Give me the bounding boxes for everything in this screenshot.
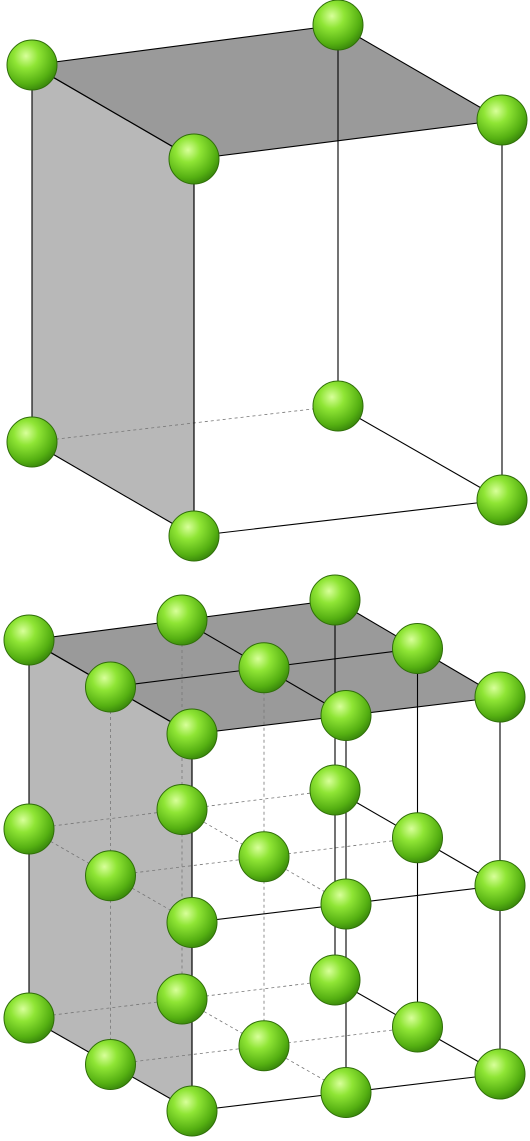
- hidden-edge: [110, 1045, 265, 1065]
- atom: [309, 954, 361, 1006]
- edge: [193, 119, 503, 160]
- edge: [345, 1073, 501, 1094]
- atom: [85, 661, 136, 713]
- atom: [320, 690, 372, 741]
- edge: [31, 24, 339, 66]
- atom: [156, 973, 208, 1025]
- atom: [312, 0, 364, 51]
- edge: [110, 667, 265, 688]
- edge: [31, 441, 195, 537]
- atom: [392, 1001, 443, 1053]
- hidden-edge: [181, 979, 336, 1000]
- edge: [345, 884, 501, 905]
- atom: [168, 510, 220, 562]
- atom: [6, 39, 58, 91]
- hidden-edge: [28, 998, 183, 1019]
- atom: [392, 623, 443, 674]
- atom: [3, 992, 55, 1044]
- atom: [320, 878, 372, 930]
- atom: [238, 642, 290, 694]
- atom: [166, 897, 218, 948]
- atom: [238, 1020, 290, 1072]
- edge: [191, 1091, 347, 1112]
- atom: [238, 831, 290, 883]
- atom: [3, 614, 55, 666]
- atom: [474, 671, 526, 723]
- atom: [320, 1067, 372, 1118]
- hidden-edge: [263, 837, 418, 858]
- atom: [474, 1048, 526, 1100]
- atom: [474, 860, 526, 911]
- atom: [392, 812, 443, 864]
- atom: [168, 133, 220, 185]
- edge: [193, 499, 503, 537]
- atom: [3, 803, 55, 855]
- edge: [345, 696, 501, 717]
- atom: [85, 1039, 136, 1090]
- atom: [309, 764, 361, 816]
- atom: [85, 850, 136, 902]
- edge: [191, 903, 347, 924]
- atom: [312, 380, 364, 432]
- atom: [6, 416, 58, 468]
- atom: [156, 594, 208, 646]
- unit-cell-diagram: [6, 0, 528, 562]
- atom: [476, 94, 528, 146]
- edge: [28, 619, 183, 641]
- edge: [191, 714, 347, 735]
- hidden-edge: [110, 856, 265, 877]
- hidden-edge: [181, 789, 336, 810]
- edge: [31, 64, 195, 160]
- atom: [166, 1085, 218, 1137]
- supercell-diagram: [3, 574, 526, 1137]
- edge: [337, 405, 503, 501]
- atom: [156, 784, 208, 835]
- edge: [337, 24, 503, 121]
- left-face: [32, 65, 194, 536]
- top-face: [32, 25, 502, 159]
- edge: [181, 599, 336, 621]
- atom: [476, 474, 528, 526]
- edge: [263, 647, 418, 669]
- atom: [309, 574, 361, 626]
- hidden-edge: [28, 809, 183, 830]
- hidden-edge: [263, 1026, 418, 1047]
- atom: [166, 708, 218, 760]
